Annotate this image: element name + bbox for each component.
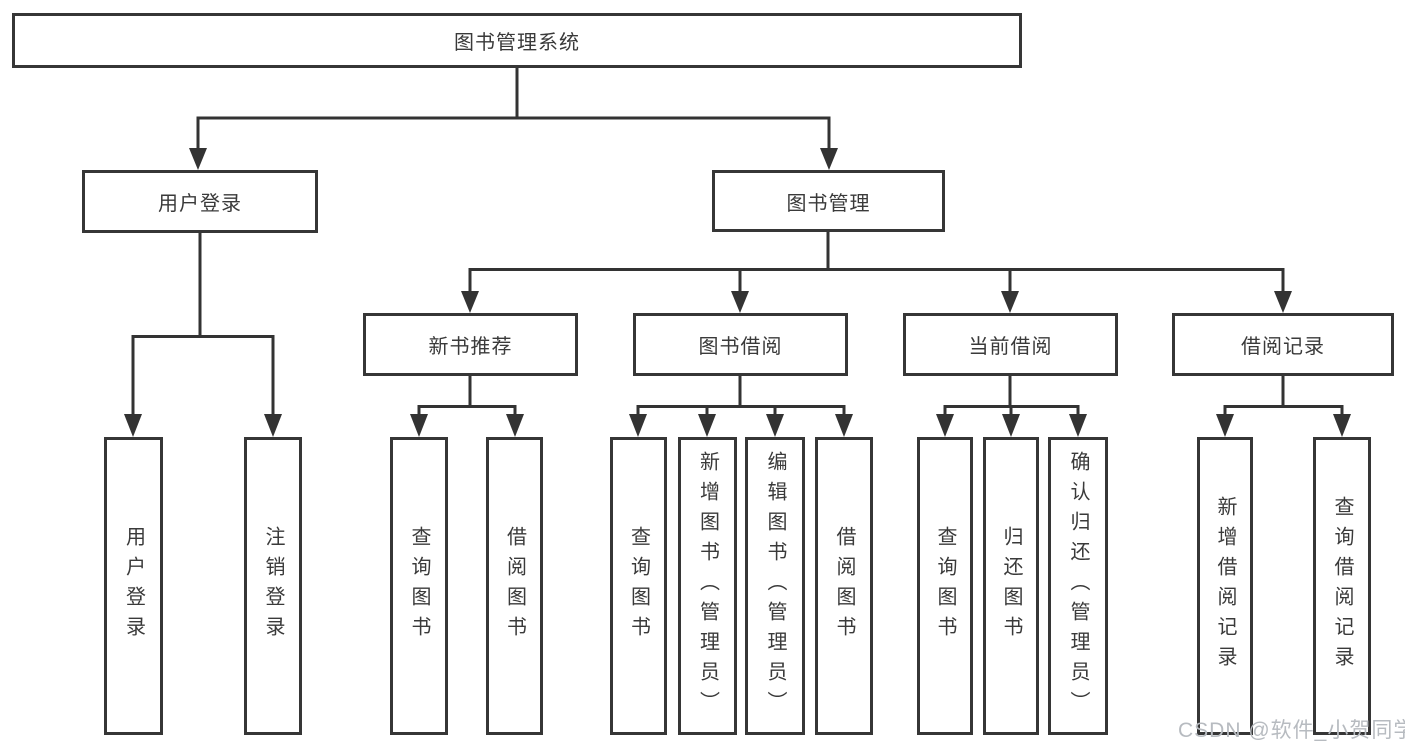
node-new-book-recommend-label: 新书推荐	[428, 336, 513, 358]
node-current-borrow-label: 当前借阅	[968, 336, 1053, 358]
leaf-return-books-label: 归还图书	[1000, 526, 1022, 646]
leaf-add-books-admin-label: 新增图书（管理员）	[696, 451, 719, 721]
leaf-logout-login: 注销登录	[244, 437, 302, 735]
node-book-management: 图书管理	[712, 170, 945, 232]
csdn-watermark: CSDN @软件_小贺同学	[1178, 719, 1405, 742]
leaf-borrow-books-recommend-label: 借阅图书	[503, 526, 526, 646]
node-book-management-label: 图书管理	[786, 192, 871, 215]
node-borrow-records-label: 借阅记录	[1241, 336, 1325, 358]
node-root-system: 图书管理系统	[12, 13, 1022, 68]
leaf-user-login: 用户登录	[104, 437, 163, 735]
leaf-add-borrow-record-label: 新增借阅记录	[1214, 496, 1236, 676]
leaf-confirm-return-admin: 确认归还（管理员）	[1048, 437, 1108, 735]
node-current-borrow: 当前借阅	[903, 313, 1118, 376]
arrowhead-group	[124, 148, 1351, 437]
leaf-query-books-current-label: 查询图书	[934, 526, 956, 646]
node-root-system-label: 图书管理系统	[454, 32, 580, 54]
leaf-user-login-label: 用户登录	[122, 526, 145, 646]
leaf-add-borrow-record: 新增借阅记录	[1197, 437, 1253, 735]
leaf-logout-login-label: 注销登录	[262, 526, 284, 646]
node-user-login-label: 用户登录	[158, 193, 242, 215]
leaf-query-books-recommend: 查询图书	[390, 437, 448, 735]
leaf-borrow-books: 借阅图书	[815, 437, 873, 735]
node-book-borrow-label: 图书借阅	[698, 336, 783, 358]
leaf-edit-books-admin: 编辑图书（管理员）	[745, 437, 805, 735]
leaf-query-books-borrow: 查询图书	[610, 437, 667, 735]
leaf-confirm-return-admin-label: 确认归还（管理员）	[1067, 451, 1089, 721]
node-borrow-records: 借阅记录	[1172, 313, 1394, 376]
leaf-return-books: 归还图书	[983, 437, 1039, 735]
leaf-borrow-books-recommend: 借阅图书	[486, 437, 543, 735]
leaf-query-books-recommend-label: 查询图书	[408, 526, 430, 646]
leaf-query-borrow-record: 查询借阅记录	[1313, 437, 1371, 735]
node-book-borrow: 图书借阅	[633, 313, 848, 376]
leaf-edit-books-admin-label: 编辑图书（管理员）	[764, 451, 786, 721]
leaf-query-borrow-record-label: 查询借阅记录	[1331, 496, 1353, 676]
node-user-login: 用户登录	[82, 170, 318, 233]
leaf-query-books-current: 查询图书	[917, 437, 973, 735]
leaf-add-books-admin: 新增图书（管理员）	[678, 437, 737, 735]
node-new-book-recommend: 新书推荐	[363, 313, 578, 376]
leaf-query-books-borrow-label: 查询图书	[627, 526, 650, 646]
leaf-borrow-books-label: 借阅图书	[833, 526, 855, 646]
